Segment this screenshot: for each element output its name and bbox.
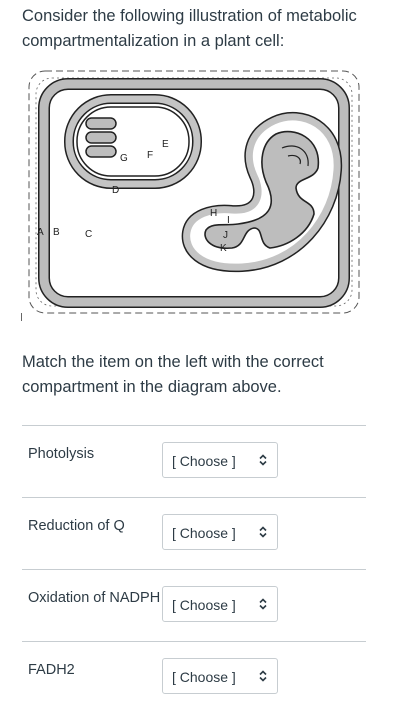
label-b: B	[53, 227, 60, 238]
plant-cell-diagram: A B C D E F G H I J K	[26, 68, 362, 316]
answer-select[interactable]: [ Choose ]	[162, 658, 278, 694]
up-down-arrow-icon	[259, 454, 267, 466]
question-text: Consider the following illustration of m…	[22, 7, 357, 50]
divider-mark	[21, 313, 22, 321]
mitochondrial-cristae	[204, 130, 320, 249]
label-h: H	[210, 208, 217, 219]
label-g: G	[120, 153, 128, 164]
match-label: FADH2	[28, 662, 75, 678]
match-label: Photolysis	[28, 446, 95, 462]
label-d: D	[112, 185, 119, 196]
up-down-arrow-icon	[259, 598, 267, 610]
chloroplast	[64, 94, 202, 189]
up-down-arrow-icon	[259, 526, 267, 538]
label-c: C	[85, 229, 92, 240]
label-f: F	[147, 150, 153, 161]
matching-list: Photolysis [ Choose ] Reduction of Q [ C…	[22, 425, 366, 713]
label-e: E	[162, 139, 169, 150]
match-row-reduction-of-q: Reduction of Q [ Choose ]	[22, 497, 366, 569]
mitochondrion	[181, 111, 343, 273]
select-value: [ Choose ]	[172, 669, 236, 685]
select-value: [ Choose ]	[172, 597, 236, 613]
instruction-text: Match the item on the left with the corr…	[22, 353, 324, 396]
up-down-arrow-icon	[259, 670, 267, 682]
label-j: J	[223, 230, 228, 241]
match-row-oxidation-of-nadph: Oxidation of NADPH [ Choose ]	[22, 569, 366, 641]
answer-select[interactable]: [ Choose ]	[162, 514, 278, 550]
cell-wall-outer	[28, 70, 360, 314]
match-label: Oxidation of NADPH	[28, 590, 161, 606]
match-label: Reduction of Q	[28, 518, 125, 534]
label-k: K	[220, 243, 227, 254]
match-row-photolysis: Photolysis [ Choose ]	[22, 425, 366, 497]
label-i: I	[227, 215, 230, 226]
select-value: [ Choose ]	[172, 525, 236, 541]
thylakoid-stack	[85, 117, 117, 158]
label-a: A	[37, 227, 44, 238]
select-value: [ Choose ]	[172, 453, 236, 469]
match-row-fadh2: FADH2 [ Choose ]	[22, 641, 366, 713]
answer-select[interactable]: [ Choose ]	[162, 442, 278, 478]
answer-select[interactable]: [ Choose ]	[162, 586, 278, 622]
